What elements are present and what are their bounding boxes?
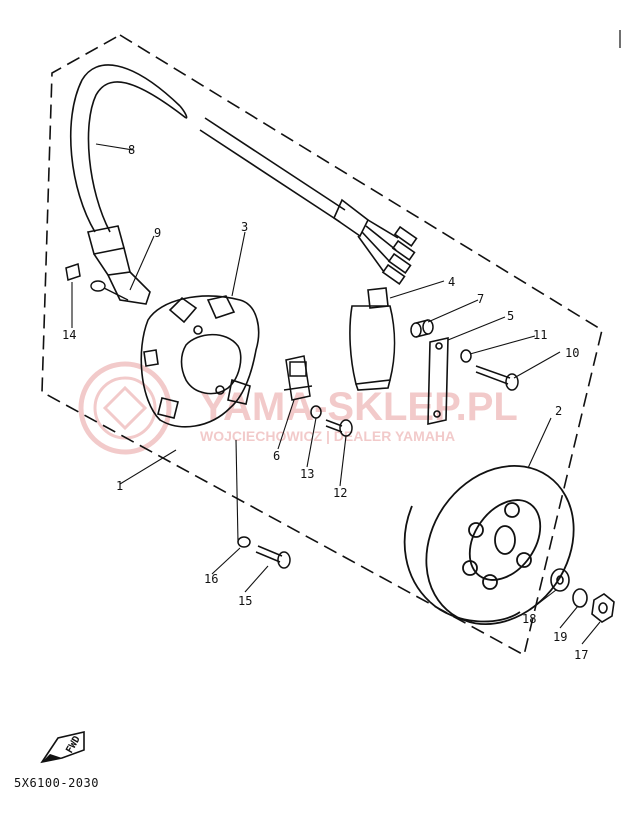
screw-15 bbox=[255, 545, 291, 569]
stator-assembly bbox=[140, 295, 260, 428]
washer-16 bbox=[237, 536, 251, 548]
part-labels: 8 9 3 4 7 5 11 10 2 14 6 13 12 1 16 15 1… bbox=[62, 143, 588, 662]
label-part-3: 3 bbox=[241, 220, 248, 234]
washer-11 bbox=[460, 349, 472, 363]
lock-washer-19 bbox=[572, 588, 588, 608]
diagram-code: 5X6100-2030 bbox=[14, 776, 99, 790]
flywheel-rotor bbox=[403, 465, 575, 625]
watermark-logo bbox=[78, 361, 172, 455]
watermark-subtitle: WOJCIECHOWICZ | DEALER YAMAHA bbox=[200, 428, 455, 444]
assembly-boundary bbox=[41, 34, 603, 657]
label-part-11: 11 bbox=[533, 328, 547, 342]
label-part-10: 10 bbox=[565, 346, 579, 360]
label-part-1: 1 bbox=[116, 479, 123, 493]
label-part-12: 12 bbox=[333, 486, 347, 500]
bolt-10 bbox=[475, 365, 519, 391]
collar bbox=[410, 319, 434, 338]
nut-17 bbox=[591, 593, 615, 623]
label-part-6: 6 bbox=[273, 449, 280, 463]
label-part-7: 7 bbox=[477, 292, 484, 306]
wire-harness bbox=[69, 64, 418, 305]
leader-lines bbox=[71, 143, 601, 645]
label-part-9: 9 bbox=[154, 226, 161, 240]
watermark: YAMA-SKLEP.PL WOJCIECHOWICZ | DEALER YAM… bbox=[78, 361, 518, 455]
label-part-5: 5 bbox=[507, 309, 514, 323]
forward-arrow-icon: FWD bbox=[40, 730, 85, 764]
label-part-16: 16 bbox=[204, 572, 218, 586]
label-part-18: 18 bbox=[522, 612, 536, 626]
rectifier-bracket bbox=[427, 336, 449, 426]
clamp bbox=[90, 280, 129, 301]
label-part-2: 2 bbox=[555, 404, 562, 418]
washer-18 bbox=[550, 568, 570, 592]
watermark-brand: YAMA-SKLEP.PL bbox=[200, 385, 518, 429]
label-part-15: 15 bbox=[238, 594, 252, 608]
plug-14 bbox=[65, 263, 81, 281]
label-part-8: 8 bbox=[128, 143, 135, 157]
pulser-coil bbox=[283, 355, 313, 401]
label-part-13: 13 bbox=[300, 467, 314, 481]
label-part-19: 19 bbox=[553, 630, 567, 644]
label-part-14: 14 bbox=[62, 328, 76, 342]
ignition-coil bbox=[349, 287, 396, 391]
label-part-4: 4 bbox=[448, 275, 455, 289]
label-part-17: 17 bbox=[574, 648, 588, 662]
